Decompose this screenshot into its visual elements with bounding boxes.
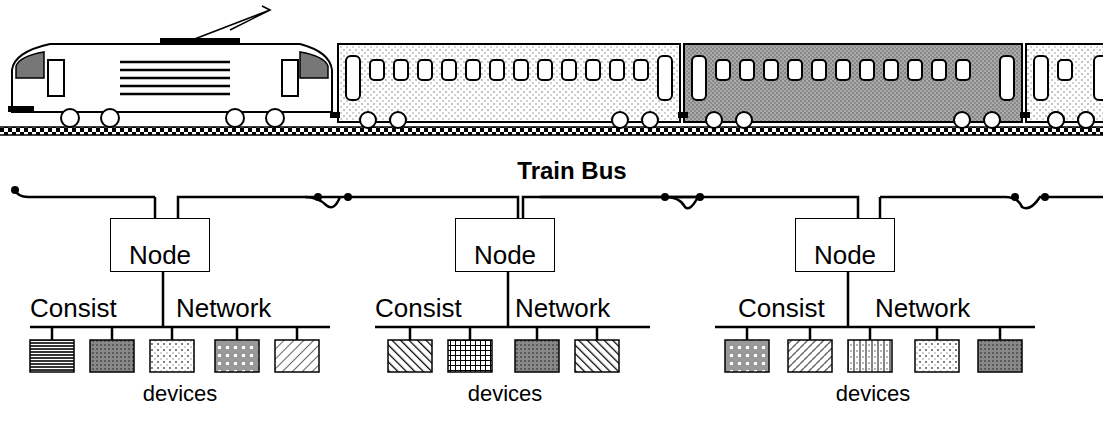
- text-label: Consist: [375, 294, 462, 322]
- bus-drop: [879, 197, 882, 218]
- text-label: Network: [176, 294, 271, 322]
- node-label: Node: [123, 242, 197, 271]
- train-bus-line: [178, 197, 518, 218]
- text-label: Consist: [30, 294, 117, 322]
- node-label: Node: [808, 242, 882, 271]
- node-label: Node: [468, 242, 542, 271]
- train-bus-line: [523, 197, 858, 218]
- text-label: Network: [875, 294, 970, 322]
- node-box: Node: [455, 218, 555, 272]
- text-label: Consist: [738, 294, 825, 322]
- text-label: devices: [468, 380, 543, 408]
- text-label: Train Bus: [517, 157, 626, 185]
- node-box: Node: [110, 218, 210, 272]
- text-label: Network: [515, 294, 610, 322]
- text-label: devices: [836, 380, 911, 408]
- node-box: Node: [795, 218, 895, 272]
- text-label: devices: [143, 380, 218, 408]
